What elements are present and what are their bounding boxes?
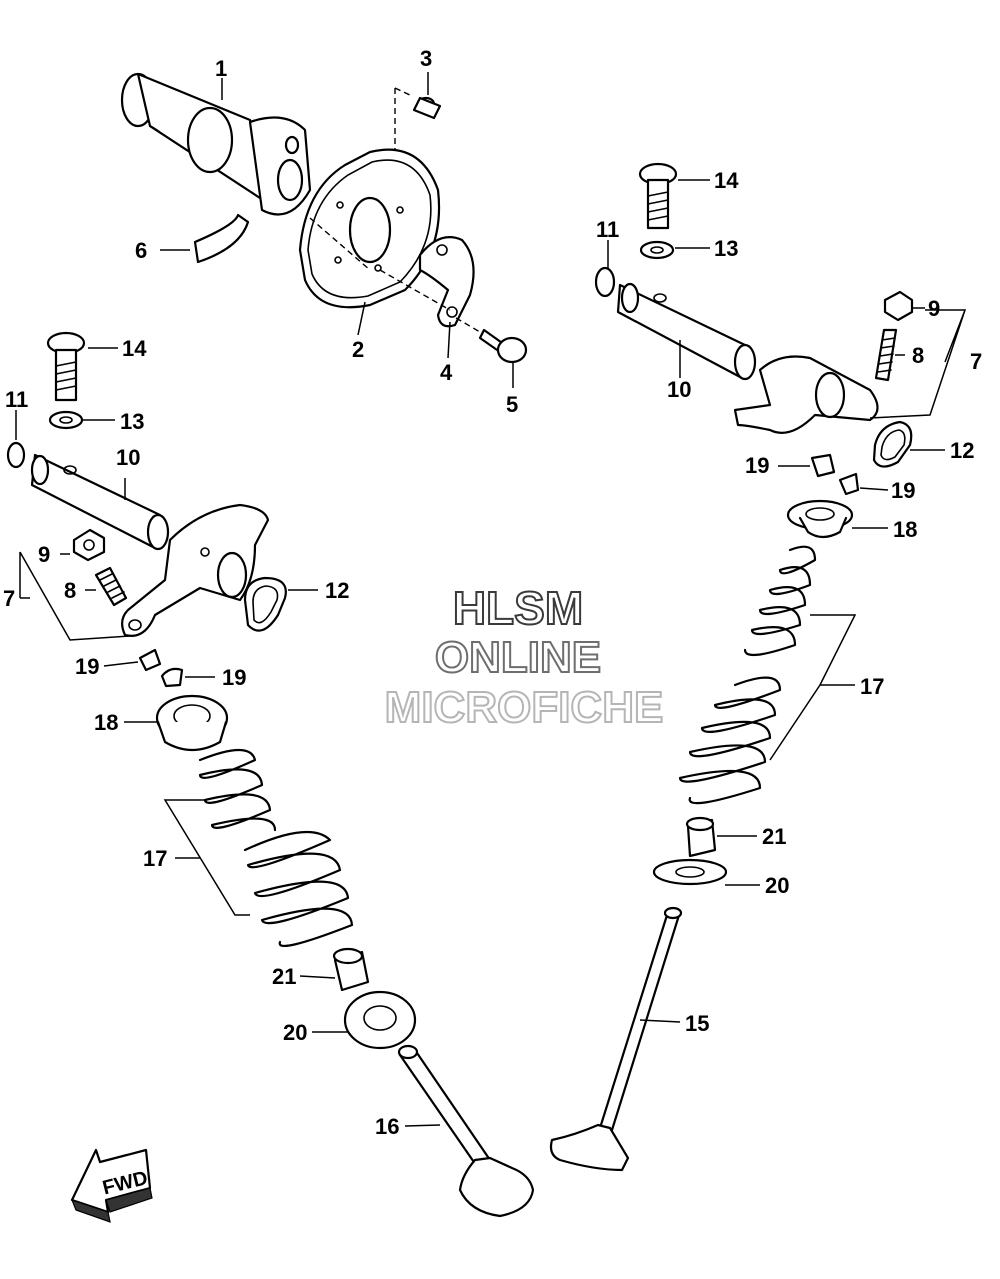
screw-8-right bbox=[874, 328, 898, 382]
callout-19-left-a: 19 bbox=[75, 654, 99, 679]
callout-17-left: 17 bbox=[143, 846, 167, 871]
seal-21-right bbox=[685, 816, 717, 858]
callout-10-left: 10 bbox=[116, 445, 140, 470]
retainer-18-left bbox=[155, 694, 229, 752]
callout-3: 3 bbox=[420, 46, 432, 71]
callout-1: 1 bbox=[215, 56, 227, 81]
spring-17-left-outer bbox=[243, 830, 354, 948]
callout-5: 5 bbox=[506, 392, 518, 417]
leader-lines bbox=[15, 72, 967, 1127]
keeper-19-left-a bbox=[138, 648, 162, 672]
spring-17-right-outer bbox=[678, 676, 782, 805]
spring-17-left-inner bbox=[198, 749, 277, 832]
callout-12-right: 12 bbox=[950, 438, 974, 463]
nut-9-left bbox=[72, 528, 106, 562]
plate-4 bbox=[418, 236, 475, 328]
keeper-19-right-b bbox=[838, 472, 860, 496]
retainer-18-right bbox=[786, 499, 854, 539]
callout-19-left-b: 19 bbox=[222, 665, 246, 690]
keeper-19-left-b bbox=[160, 667, 184, 688]
washer-13-right bbox=[639, 240, 675, 260]
callout-18-left: 18 bbox=[94, 710, 118, 735]
callout-9-right: 9 bbox=[928, 296, 940, 321]
callout-11-right: 11 bbox=[596, 217, 619, 242]
bolt-5 bbox=[478, 328, 528, 364]
watermark-line-1: HLSM bbox=[453, 582, 583, 634]
shaft-10-right bbox=[616, 282, 757, 381]
valve-16 bbox=[397, 1044, 535, 1218]
callout-13-left: 13 bbox=[120, 409, 144, 434]
seat-20-right bbox=[652, 858, 728, 886]
callout-20-right: 20 bbox=[765, 873, 789, 898]
callout-14-right: 14 bbox=[714, 168, 739, 193]
callout-8-left: 8 bbox=[64, 578, 76, 603]
callout-18-right: 18 bbox=[893, 517, 917, 542]
bolt-14-left bbox=[46, 331, 86, 402]
callout-11-left: 11 bbox=[5, 387, 28, 412]
washer-13-left bbox=[48, 410, 84, 430]
callout-21-right: 21 bbox=[762, 824, 786, 849]
callout-9-left: 9 bbox=[38, 542, 50, 567]
watermark-line-2: ONLINE bbox=[435, 633, 601, 682]
callout-21-left: 21 bbox=[272, 964, 296, 989]
sprocket bbox=[298, 148, 441, 309]
half-ring-6 bbox=[193, 213, 250, 264]
callout-8-right: 8 bbox=[912, 343, 924, 368]
callout-numbers: 1 2 3 4 5 6 14 13 11 10 9 8 7 12 19 19 1… bbox=[3, 46, 982, 1139]
callout-15: 15 bbox=[685, 1011, 709, 1036]
nut-9-right bbox=[883, 290, 914, 322]
seat-20-left bbox=[343, 990, 417, 1050]
watermark-line-3: MICROFICHE bbox=[385, 683, 664, 732]
callout-16: 16 bbox=[375, 1114, 399, 1139]
spring-17-right-inner bbox=[743, 545, 817, 657]
bolt-14-right bbox=[638, 162, 678, 230]
callout-17-right: 17 bbox=[860, 674, 884, 699]
seal-21-left bbox=[332, 947, 370, 992]
callout-12-left: 12 bbox=[325, 578, 349, 603]
callout-19-right-b: 19 bbox=[891, 478, 915, 503]
callout-6: 6 bbox=[135, 238, 147, 263]
callout-2: 2 bbox=[352, 337, 364, 362]
callout-19-right-a: 19 bbox=[745, 453, 769, 478]
oring-11-left bbox=[6, 441, 26, 469]
rocker-arm-7-left bbox=[121, 503, 270, 637]
rocker-arm-7-right bbox=[733, 355, 879, 434]
callout-13-right: 13 bbox=[714, 236, 738, 261]
gasket-12-right bbox=[872, 420, 913, 468]
shaft-10-left bbox=[30, 453, 170, 551]
camshaft bbox=[120, 72, 312, 216]
callout-14-left: 14 bbox=[122, 336, 147, 361]
keeper-19-right-a bbox=[810, 453, 836, 478]
callout-20-left: 20 bbox=[283, 1020, 307, 1045]
callout-10-right: 10 bbox=[667, 377, 691, 402]
callout-7-right: 7 bbox=[970, 349, 982, 374]
callout-4: 4 bbox=[440, 360, 453, 385]
watermark: HLSM ONLINE MICROFICHE bbox=[384, 581, 665, 733]
screw-8-left bbox=[94, 566, 128, 607]
fwd-arrow-icon: FWD bbox=[70, 1148, 153, 1223]
pin-3 bbox=[412, 96, 442, 120]
callout-7-left: 7 bbox=[3, 586, 15, 611]
oring-11-right bbox=[594, 266, 616, 298]
valve-15 bbox=[549, 906, 683, 1172]
gasket-12-left bbox=[243, 576, 287, 632]
